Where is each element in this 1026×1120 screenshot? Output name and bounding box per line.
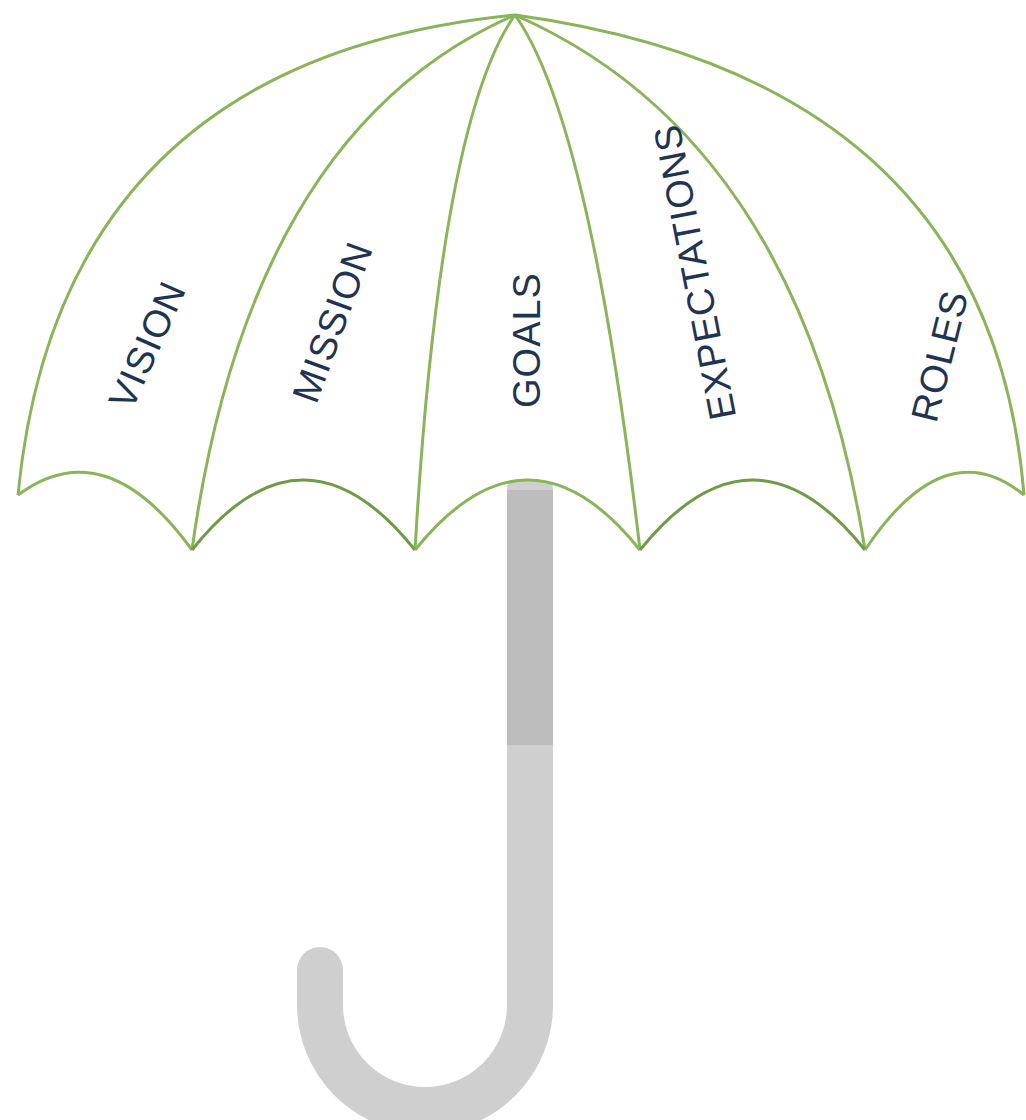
canopy-scallop: [640, 480, 865, 550]
canopy-scallop: [18, 472, 192, 550]
canopy-rib: [515, 15, 865, 550]
canopy-edge: [18, 15, 515, 495]
canopy-scallop: [865, 472, 1024, 550]
umbrella-handle: [320, 490, 530, 1110]
canopy-fill: [18, 15, 1024, 550]
canopy-rib: [415, 15, 515, 550]
canopy-rib: [192, 15, 515, 550]
canopy-scallop: [192, 480, 415, 550]
panel-label: GOALS: [508, 272, 546, 408]
canopy-scallop: [415, 480, 640, 550]
umbrella-shaft: [507, 490, 553, 745]
